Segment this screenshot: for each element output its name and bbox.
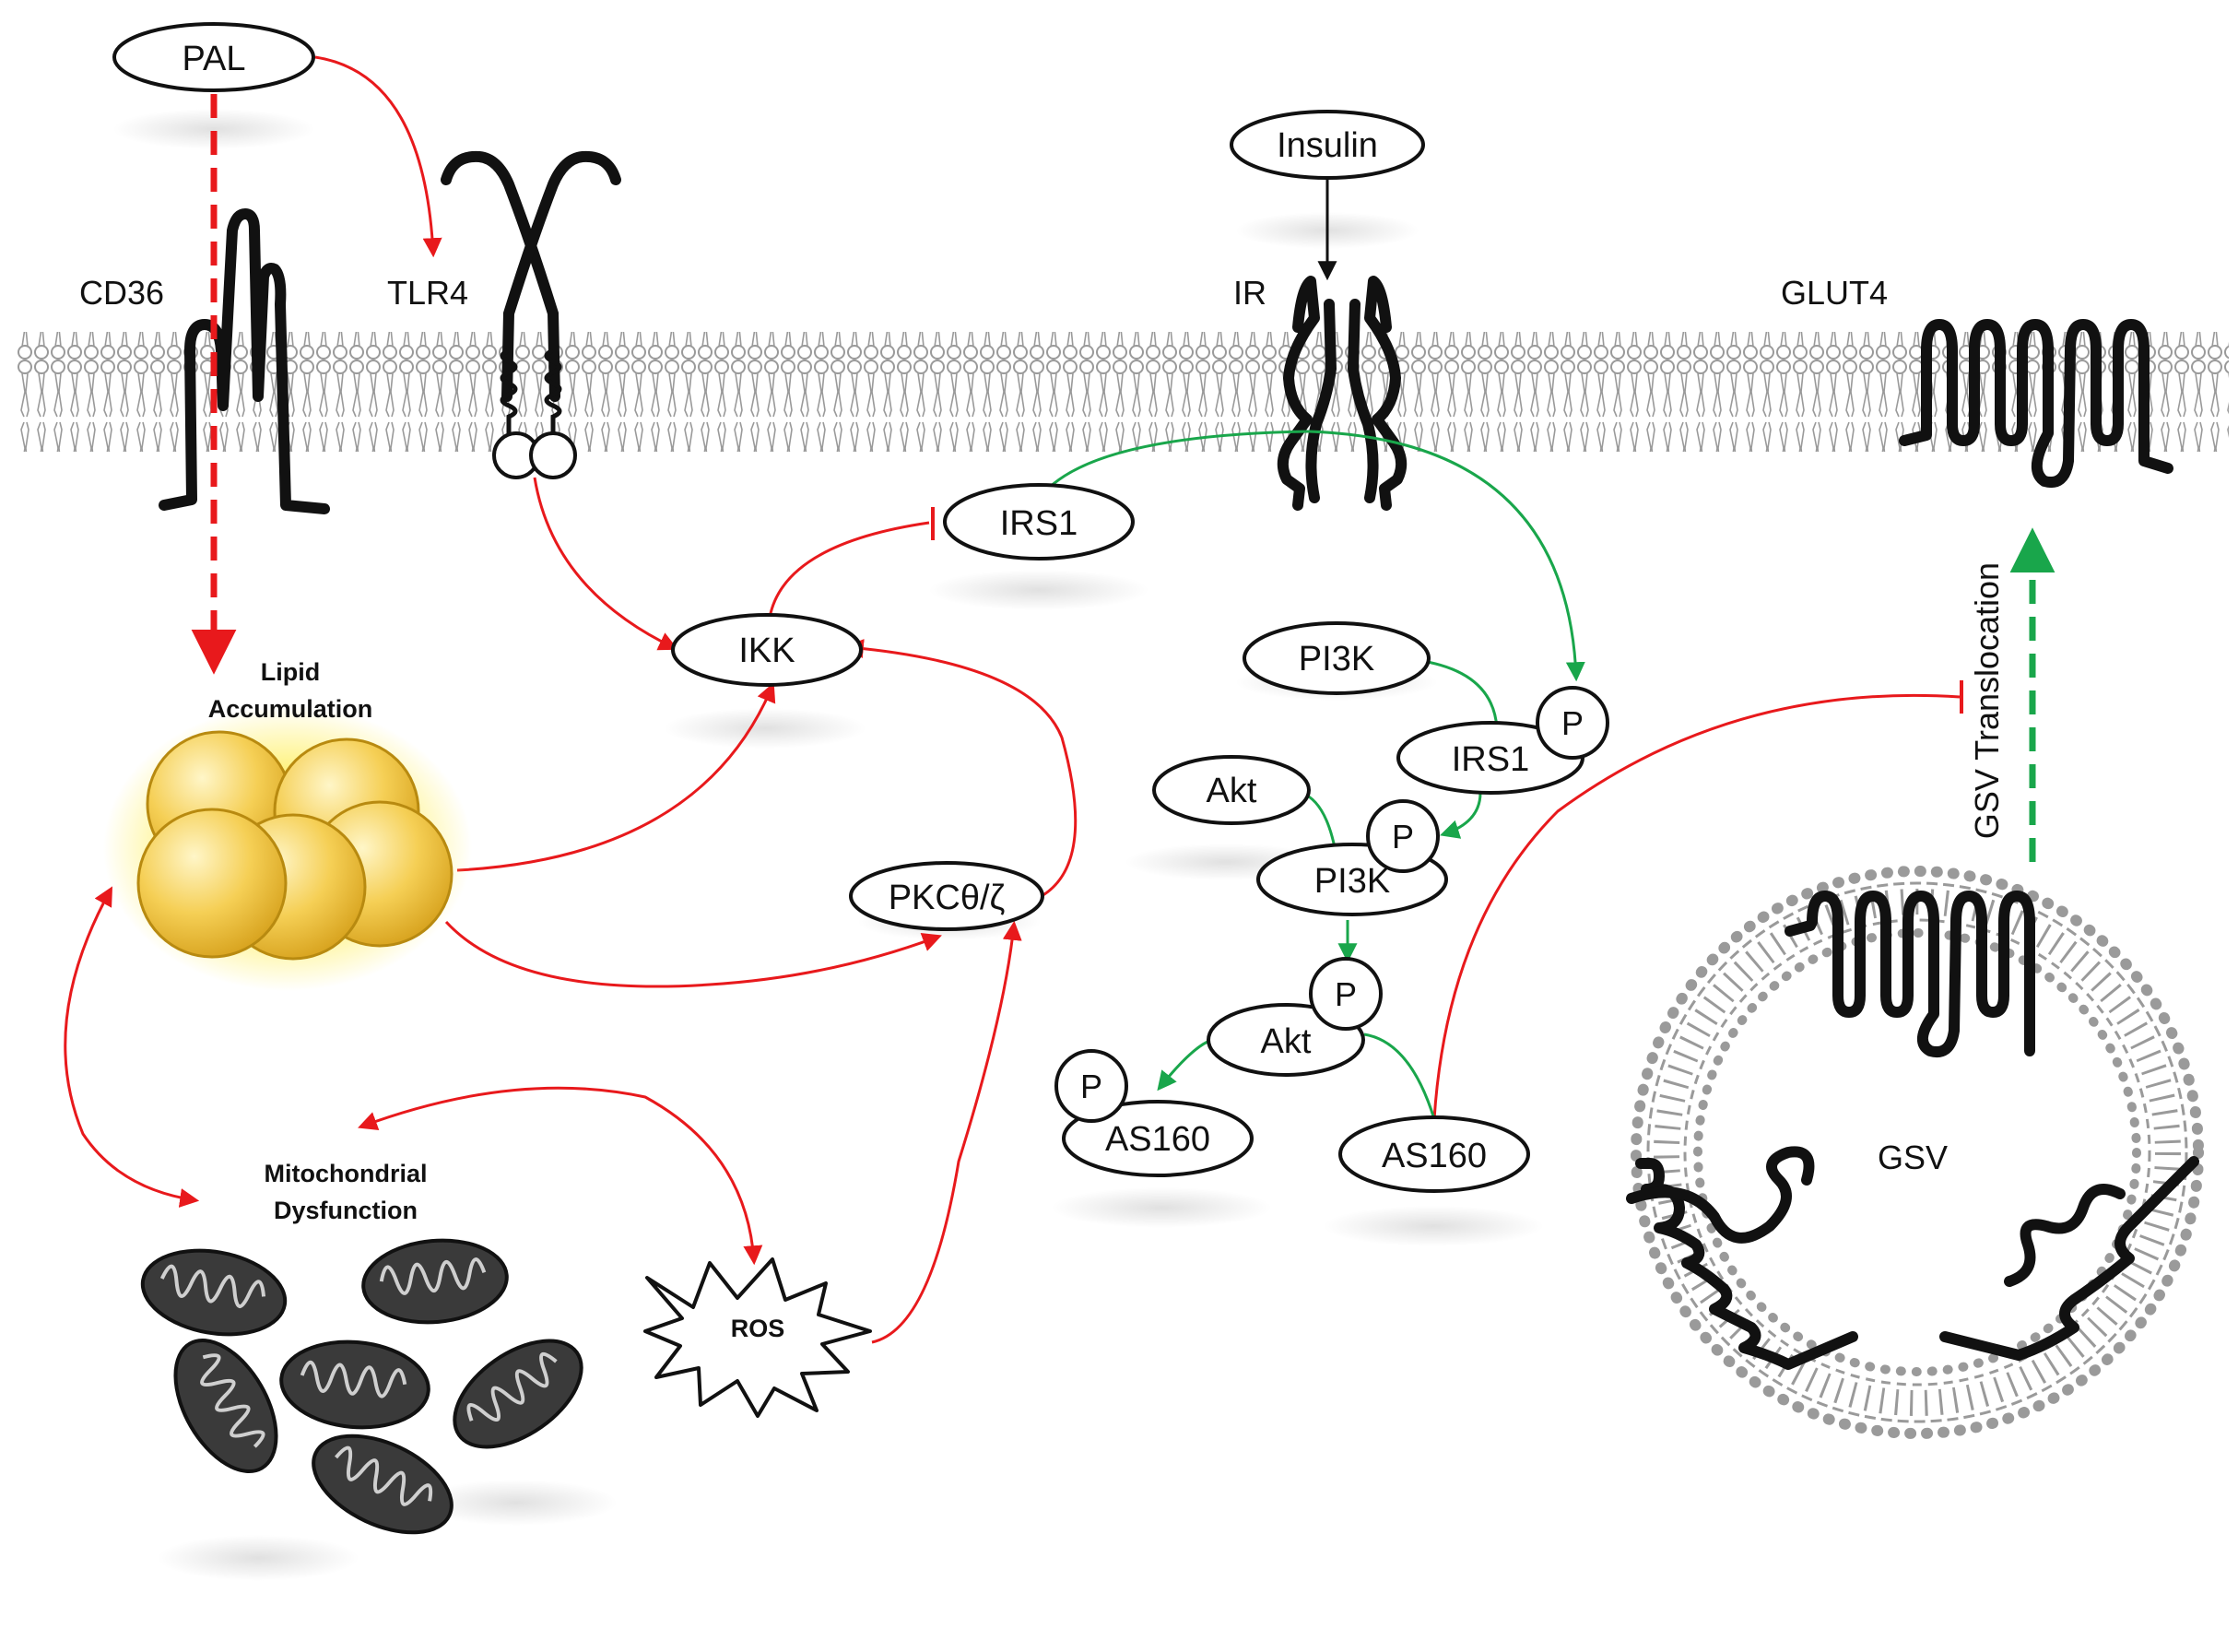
tlr4-label: TLR4 xyxy=(387,274,468,312)
ir-label: IR xyxy=(1233,274,1266,312)
irs1-inhibited-label: IRS1 xyxy=(1000,504,1078,543)
irs1-phospho-node: IRS1 P xyxy=(1396,686,1609,795)
ros-burst-icon: ROS xyxy=(643,1257,872,1418)
plasma-membrane-bilayer xyxy=(17,332,2229,452)
pkc-label: PKCθ/ζ xyxy=(889,879,1006,917)
as160-free-node: AS160 xyxy=(1338,1115,1530,1193)
pi3k-phospho-p: P xyxy=(1392,818,1414,856)
mito-label-line1: Mitochondrial xyxy=(265,1160,428,1187)
ros-label: ROS xyxy=(731,1315,785,1342)
irs1-phospho-p: P xyxy=(1561,704,1584,742)
gsv-label: GSV xyxy=(1878,1139,1948,1176)
akt-free-label: Akt xyxy=(1207,772,1257,810)
tlr4-receptor-icon xyxy=(441,150,621,479)
glut4-transporter-icon xyxy=(1899,319,2173,488)
cd36-label: CD36 xyxy=(79,274,164,312)
ikk-label: IKK xyxy=(738,631,795,670)
signaling-connectors xyxy=(64,55,2055,1344)
pi3k-phospho-node: PI3K P xyxy=(1256,799,1448,916)
ikk-node: IKK xyxy=(671,613,863,687)
gsv-translocation-label: GSV Translocation xyxy=(1968,562,2006,839)
lipid-label-line2: Accumulation xyxy=(208,695,373,723)
pi3k-free-node: PI3K xyxy=(1243,621,1431,695)
akt-phospho-label: Akt xyxy=(1261,1022,1312,1061)
glut4-label: GLUT4 xyxy=(1781,274,1888,312)
akt-phospho-p: P xyxy=(1335,975,1357,1013)
pi3k-free-label: PI3K xyxy=(1299,640,1374,678)
pkc-node: PKCθ/ζ xyxy=(849,861,1044,931)
pal-label: PAL xyxy=(182,40,245,78)
insulin-label: Insulin xyxy=(1277,126,1378,165)
irs1-phospho-label: IRS1 xyxy=(1452,740,1529,779)
as160-free-label: AS160 xyxy=(1382,1137,1487,1175)
as160-phospho-node: AS160 P xyxy=(1054,1049,1254,1177)
lipid-label-line1: Lipid xyxy=(261,658,320,686)
irs1-inhibited-node: IRS1 xyxy=(943,483,1135,560)
gsv-vesicle-icon: GSV xyxy=(1626,866,2204,1439)
pi3k-phospho-label: PI3K xyxy=(1314,862,1390,901)
insulin-node: Insulin xyxy=(1230,110,1425,180)
mito-label-line2: Dysfunction xyxy=(274,1197,418,1224)
as160-phospho-p: P xyxy=(1080,1068,1102,1105)
lipid-droplet-icon xyxy=(103,705,472,991)
as160-phospho-label: AS160 xyxy=(1105,1120,1210,1159)
akt-phospho-node: Akt P xyxy=(1207,957,1383,1077)
mitochondria-icon xyxy=(140,1238,583,1535)
pal-node: PAL xyxy=(112,22,315,92)
cd36-receptor-icon xyxy=(159,208,330,514)
insulin-receptor-icon xyxy=(1277,276,1408,511)
akt-free-node: Akt xyxy=(1152,755,1311,825)
